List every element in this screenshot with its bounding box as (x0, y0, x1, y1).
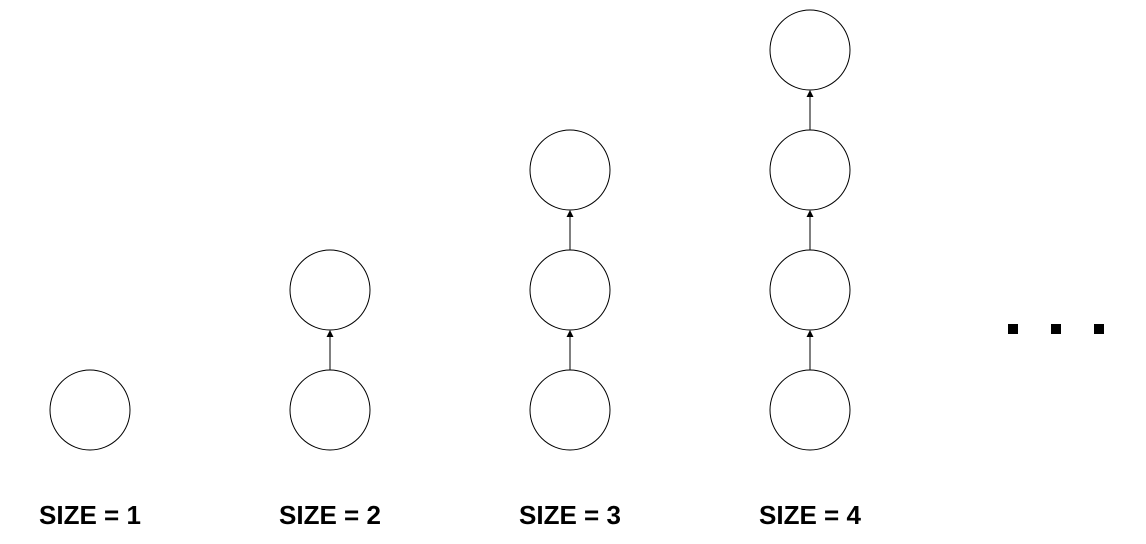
ellipsis-continuation (1003, 316, 1113, 346)
link-arrowhead (326, 330, 334, 337)
size-1-label: SIZE = 1 (39, 500, 141, 530)
ellipsis-dot (1051, 324, 1061, 334)
stack-node (769, 369, 851, 451)
stack-node (769, 129, 851, 211)
stack-size-3 (529, 129, 611, 451)
ellipsis-dot (1094, 324, 1104, 334)
stack-node (529, 249, 611, 331)
ellipsis-dot (1008, 324, 1018, 334)
stack-node (49, 369, 131, 451)
stack-node (769, 249, 851, 331)
stack-node (289, 249, 371, 331)
link-arrowhead (566, 330, 574, 337)
stack-node (529, 369, 611, 451)
stack-node (769, 9, 851, 91)
link-arrowhead (566, 210, 574, 217)
link-arrowhead (806, 210, 814, 217)
stack-node (289, 369, 371, 451)
link-arrowhead (806, 90, 814, 97)
stack-size-1 (49, 369, 131, 451)
stack-size-2 (289, 249, 371, 451)
stack-node (529, 129, 611, 211)
size-2-label: SIZE = 2 (279, 500, 381, 530)
size-4-label: SIZE = 4 (759, 500, 861, 530)
stack-size-4 (769, 9, 851, 451)
link-arrowhead (806, 330, 814, 337)
size-3-label: SIZE = 3 (519, 500, 621, 530)
